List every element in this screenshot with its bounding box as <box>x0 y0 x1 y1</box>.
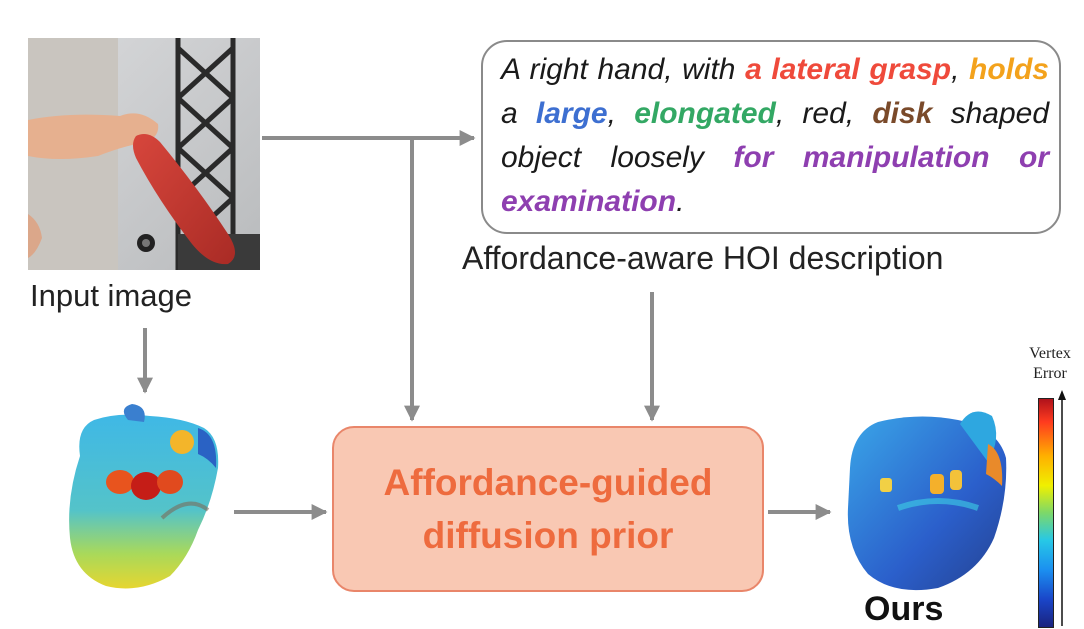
description-segment: for manipulation or examination <box>501 141 1049 218</box>
colorbar-title-line2: Error <box>1033 365 1067 382</box>
input-image-label: Input image <box>30 278 192 313</box>
colorbar-title: Vertex Error <box>1010 344 1084 384</box>
description-segment: A right hand, with <box>501 53 746 86</box>
description-box <box>481 40 1061 234</box>
input-image <box>28 38 260 270</box>
description-segment: large <box>535 97 608 130</box>
description-segment: a <box>501 97 536 130</box>
description-segment: , <box>951 53 969 86</box>
description-segment: . <box>676 185 685 218</box>
description-segment: elongated <box>634 97 776 130</box>
colorbar-title-line1: Vertex <box>1029 345 1071 362</box>
input-hand-mesh <box>58 398 228 598</box>
diffusion-prior-title-line2: diffusion prior <box>422 515 674 556</box>
description-segment: , red, <box>775 97 873 130</box>
diffusion-prior-title-line1: Affordance-guided <box>383 462 713 503</box>
description-segment: shaped object loosely <box>501 97 1050 174</box>
diffusion-prior-box <box>332 426 764 592</box>
output-hand-mesh <box>838 398 1018 598</box>
description-text: A right hand, with a lateral grasp, hold… <box>501 48 1049 224</box>
description-segment: a lateral grasp <box>745 53 952 86</box>
description-segment: disk <box>872 97 933 130</box>
description-segment: holds <box>969 53 1049 86</box>
flow-arrows <box>137 130 832 520</box>
description-segment: , <box>607 97 635 130</box>
colorbar-axis-arrow <box>1058 390 1066 626</box>
description-label: Affordance-aware HOI description <box>462 240 944 276</box>
